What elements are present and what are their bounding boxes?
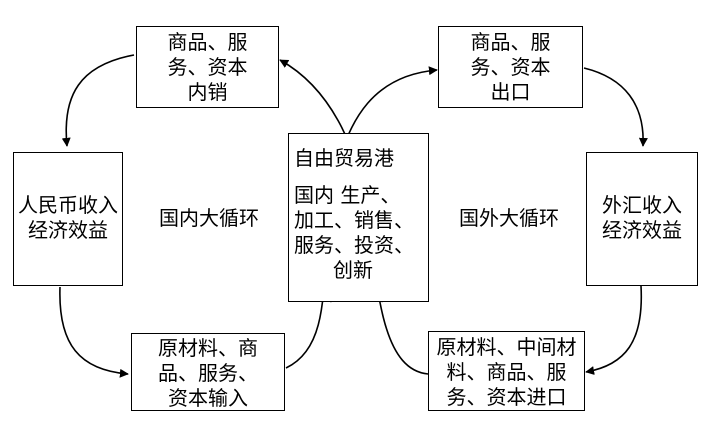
raw-input-line-2: 品、服务、 [158, 361, 258, 385]
arrow-domestic-sales-to-rmb-income [61, 54, 135, 147]
rmb-income-line-2: 经济效益 [28, 218, 108, 242]
rmb-income-box: 人民币收入 经济效益 [13, 152, 123, 286]
export-line-3: 出口 [490, 80, 531, 104]
rmb-income-line-1: 人民币收入 [18, 193, 118, 217]
fx-income-line-2: 经济效益 [602, 218, 682, 242]
export-box: 商品、服 务、资本 出口 [438, 26, 583, 108]
import-line-3: 务、资本进口 [446, 385, 567, 409]
free-trade-port-line-3: 服务、投资、 [294, 233, 414, 257]
free-trade-port-line-4: 创新 [333, 258, 373, 282]
arrow-export-to-fx-income [583, 67, 648, 147]
foreign-loop-label: 国外大循环 [459, 206, 559, 230]
import-line-2: 料、商品、服 [446, 360, 567, 384]
fx-income-box: 外汇收入 经济效益 [586, 152, 698, 286]
free-trade-port-line-1: 国内 生产、 [294, 183, 401, 207]
arrow-rmb-income-to-raw-input [59, 286, 129, 378]
domestic-loop-label: 国内大循环 [159, 206, 259, 230]
arrow-fx-income-to-import [585, 285, 643, 375]
domestic-sales-box: 商品、服 务、资本 内销 [136, 26, 279, 108]
import-line-1: 原材料、中间材 [436, 335, 577, 359]
domestic-sales-line-3: 内销 [187, 80, 228, 104]
domestic-sales-line-1: 商品、服 [167, 30, 248, 54]
raw-input-box: 原材料、商 品、服务、 资本输入 [131, 333, 285, 411]
raw-input-line-1: 原材料、商 [158, 336, 258, 360]
free-trade-port-line-2: 加工、销售、 [294, 208, 414, 232]
export-line-1: 商品、服 [470, 30, 551, 54]
fx-income-line-1: 外汇收入 [602, 193, 682, 217]
raw-input-line-3: 资本输入 [168, 386, 248, 410]
export-line-2: 务、资本 [470, 55, 551, 79]
free-trade-port-box [288, 133, 429, 302]
import-box: 原材料、中间材 料、商品、服 务、资本进口 [428, 331, 585, 411]
free-trade-port-title: 自由贸易港 [294, 146, 394, 170]
domestic-sales-line-2: 务、资本 [167, 55, 248, 79]
